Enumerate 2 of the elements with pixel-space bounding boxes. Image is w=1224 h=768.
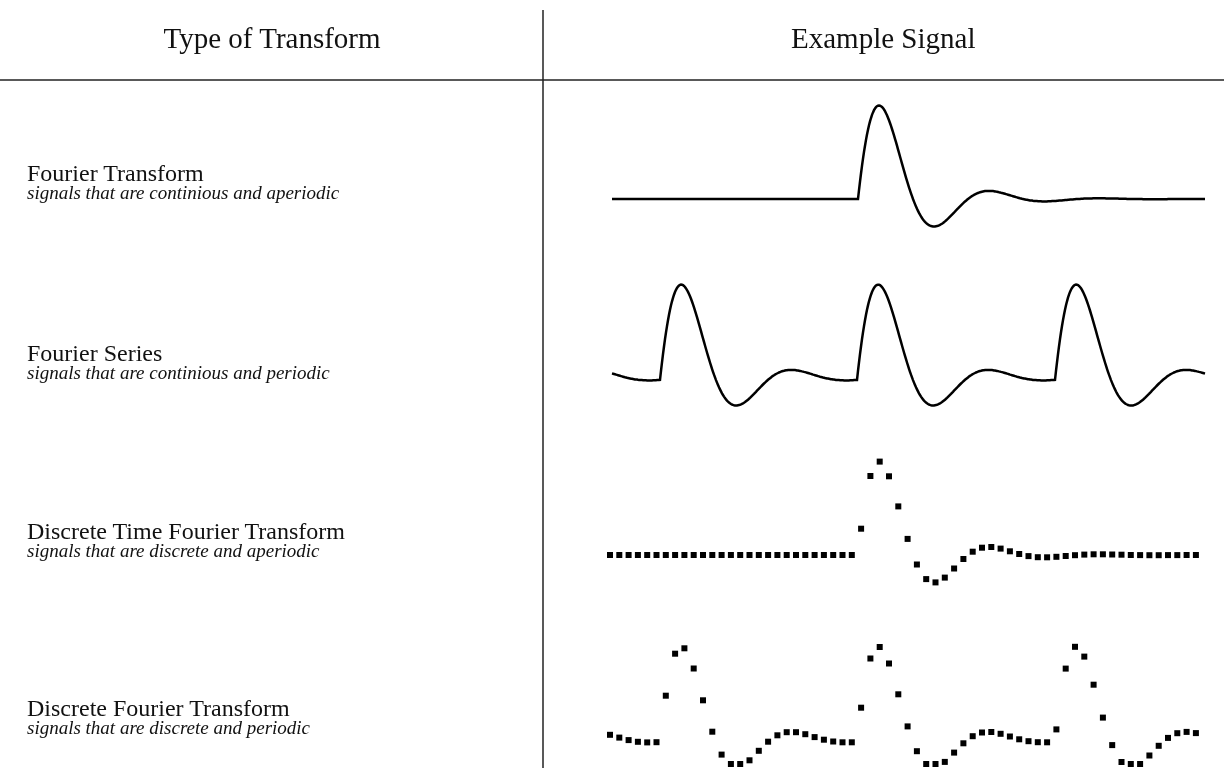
column-header: Example Signal <box>791 22 976 55</box>
column-header: Type of Transform <box>163 22 381 55</box>
